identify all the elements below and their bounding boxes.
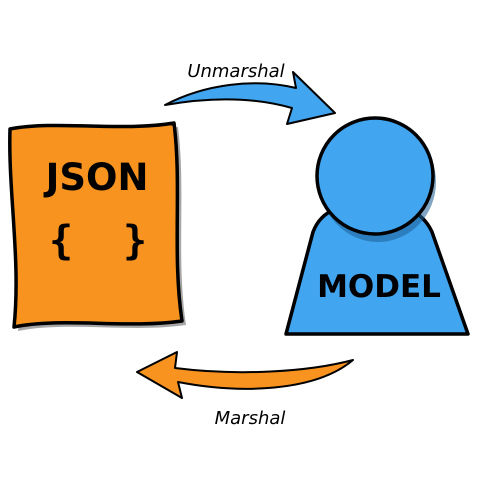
marshal-label: Marshal [215, 408, 286, 429]
marshal-arrow: Marshal [136, 351, 354, 429]
unmarshal-arrow-icon [164, 71, 336, 125]
json-document: JSON { } [8, 121, 186, 331]
json-document-sheet [8, 121, 184, 329]
brace-open-glyph: { [49, 218, 73, 264]
unmarshal-label: Unmarshal [187, 61, 284, 82]
json-document-title: JSON [43, 156, 149, 199]
brace-close-glyph: } [123, 218, 147, 264]
unmarshal-arrow: Unmarshal [164, 61, 336, 125]
model-person-icon: MODEL [284, 116, 470, 336]
model-label: MODEL [317, 269, 441, 305]
model-head [315, 116, 435, 236]
marshal-arrow-icon [136, 351, 354, 399]
